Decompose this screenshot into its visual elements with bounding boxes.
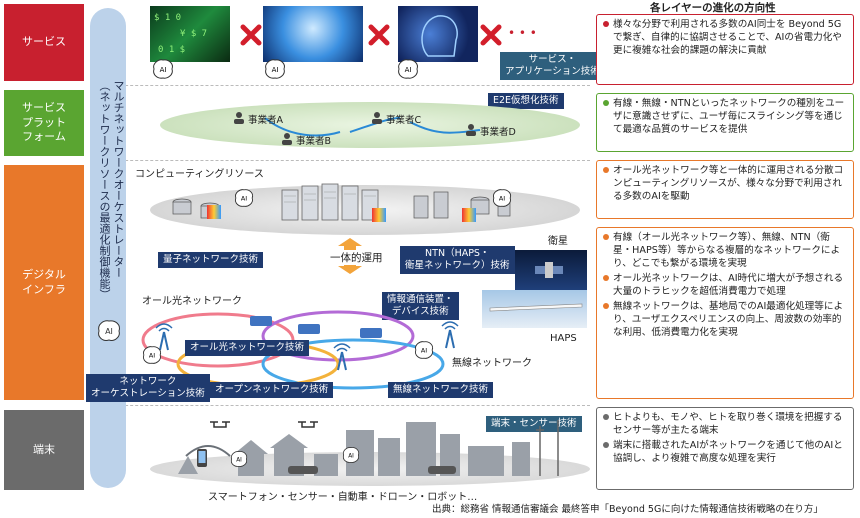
ai-brain-text: AI: [236, 457, 242, 463]
layer-divider: [90, 160, 590, 161]
layer-label-infra: デジタル インフラ: [4, 165, 84, 400]
ai-brain-text: AI: [149, 353, 155, 360]
orchestrator-ai-text: AI: [105, 327, 113, 336]
open-network-tech-label: オープンネットワーク技術: [210, 382, 334, 398]
ai-brain-text: AI: [160, 66, 167, 74]
ai-brain-icon: AI: [493, 189, 512, 207]
smartphone-icon: [197, 449, 207, 467]
service-photo-ai-head: [398, 6, 478, 62]
ai-brain-icon: AI: [415, 341, 434, 359]
router-icon: [250, 316, 272, 326]
svg-text:$ 1 0: $ 1 0: [154, 13, 181, 23]
antenna-icon: [441, 321, 459, 349]
service-photo-finance: $ 1 0 ¥ $ 7 0 1 $: [150, 6, 230, 62]
ai-brain-text: AI: [421, 348, 427, 355]
operator-d: 事業者D: [480, 127, 516, 138]
svg-text:¥ $ 7: ¥ $ 7: [180, 29, 207, 39]
ai-brain-icon: AI: [153, 59, 173, 79]
disconnect-x-icon: [368, 24, 390, 46]
router-icon: [298, 324, 320, 334]
drone-icon: [210, 421, 230, 428]
optical-network-tech-label: オール光ネットワーク技術: [185, 340, 310, 356]
device-tech-label: 情報通信装置・ デバイス技術: [382, 292, 459, 320]
layer-label-terminal: 端末: [4, 410, 84, 490]
ai-brain-icon: AI: [143, 346, 162, 364]
platform-links: [264, 117, 481, 137]
service-app-tech-label: サービス・ アプリケーション技術: [500, 52, 605, 80]
service-ellipsis: • • •: [508, 26, 537, 40]
city-illustration: [178, 420, 559, 476]
chip-icon: [462, 208, 476, 222]
orchestrator-column: [90, 8, 126, 488]
router-icon: [360, 328, 382, 338]
ai-brain-icon: AI: [230, 451, 248, 467]
direction-bullet: 様々な分野で利用される多数のAI同士を Beyond 5Gで繋ぎ、自律的に協調さ…: [603, 18, 849, 57]
haps-label: HAPS: [550, 333, 577, 344]
antenna-icon: [155, 323, 173, 351]
ntn-tech-label: NTN（HAPS・ 衛星ネットワーク）技術: [400, 246, 515, 274]
chip-icon: [372, 208, 386, 222]
operator-icon: [282, 133, 292, 145]
ai-brain-text: AI: [405, 66, 412, 74]
orchestrator-label: マルチネットワークオーケストレーター （ネットワークリソースの最適化制御機能）: [98, 80, 125, 300]
direction-box-service: 様々な分野で利用される多数のAI同士を Beyond 5Gで繋ぎ、自律的に協調さ…: [596, 14, 854, 85]
ai-brain-icon: AI: [235, 189, 254, 207]
ai-brain-text: AI: [348, 453, 354, 459]
ai-brain-text: AI: [241, 196, 247, 203]
terminal-caption: スマートフォン・センサー・自動車・ドローン・ロボット…: [208, 492, 478, 503]
quantum-network-tech-label: 量子ネットワーク技術: [158, 252, 264, 268]
optical-network-title: オール光ネットワーク: [142, 296, 242, 307]
ai-brain-icon: AI: [398, 59, 418, 79]
satellite-photo: [515, 250, 587, 290]
direction-box-computing: オール光ネットワーク等と一体的に運用される分散コンピューティングリソースが、様々…: [596, 160, 854, 219]
operator-c: 事業者C: [386, 115, 422, 126]
network-orchestration-tech-label: ネットワーク オーケストレーション技術: [86, 374, 210, 402]
service-photo-network: [263, 6, 363, 62]
antenna-icon: [333, 343, 351, 371]
operator-icon: [466, 124, 476, 136]
chip-icon: [207, 205, 221, 219]
direction-bullet: 有線（オール光ネットワーク等）、無線、NTN（衛星・HAPS等）等からなる複層的…: [603, 231, 849, 270]
layer-divider: [90, 405, 590, 406]
layer-divider: [90, 85, 590, 86]
e2e-virtualization-label: E2E仮想化技術: [488, 93, 564, 109]
right-header: 各レイヤーの進化の方向性: [650, 2, 776, 14]
ai-brain-text: AI: [272, 66, 279, 74]
wireless-network-title: 無線ネットワーク: [452, 358, 532, 369]
operator-a: 事業者A: [248, 115, 283, 126]
operator-icon: [372, 112, 382, 124]
satellite-label: 衛星: [548, 236, 568, 247]
operator-icon: [234, 112, 244, 124]
disconnect-x-icon: [240, 24, 262, 46]
computing-title: コンピューティングリソース: [135, 169, 264, 180]
direction-box-platform: 有線・無線・NTNといったネットワークの種別をユーザに意識させずに、ユーザ毎にス…: [596, 93, 854, 152]
direction-bullet: 有線・無線・NTNといったネットワークの種別をユーザに意識させずに、ユーザ毎にス…: [603, 97, 849, 136]
layer-label-platform: サービス プラット フォーム: [4, 90, 84, 156]
haps-photo: [482, 290, 587, 328]
drone-icon: [298, 421, 318, 428]
ai-brain-icon: AI: [342, 447, 360, 463]
direction-bullet: 端末に搭載されたAIがネットワークを通じて他のAIと協調し、より複雑で高度な処理…: [603, 439, 849, 465]
layer-label-service: サービス: [4, 4, 84, 81]
integrated-operation-label: 一体的運用: [328, 250, 385, 265]
svg-text:0 1 $: 0 1 $: [158, 45, 185, 55]
ai-brain-text: AI: [499, 196, 505, 203]
direction-bullet: ヒトよりも、モノや、ヒトを取り巻く環境を把握するセンサー等が主たる端末: [603, 411, 849, 437]
direction-box-network: 有線（オール光ネットワーク等）、無線、NTN（衛星・HAPS等）等からなる複層的…: [596, 227, 854, 399]
disconnect-x-icon: [480, 24, 502, 46]
direction-bullet: オール光ネットワーク等と一体的に運用される分散コンピューティングリソースが、様々…: [603, 164, 849, 203]
wireless-network-tech-label: 無線ネットワーク技術: [388, 382, 494, 398]
direction-bullet: オール光ネットワークは、AI時代に増大が予想される大量のトラヒックを超低消費電力…: [603, 272, 849, 298]
direction-box-terminal: ヒトよりも、モノや、ヒトを取り巻く環境を把握するセンサー等が主たる端末 端末に搭…: [596, 407, 854, 490]
operator-b: 事業者B: [296, 136, 332, 147]
ai-brain-icon: AI: [265, 59, 285, 79]
direction-bullet: 無線ネットワークは、基地局でのAI最適化処理等により、ユーザエクスペリエンスの向…: [603, 300, 849, 339]
orchestrator-ai-icon: AI: [98, 320, 120, 341]
source-caption: 出典：総務省 情報通信審議会 最終答申「Beyond 5Gに向けた情報通信技術戦…: [432, 504, 823, 515]
storage-icon: [172, 198, 220, 219]
